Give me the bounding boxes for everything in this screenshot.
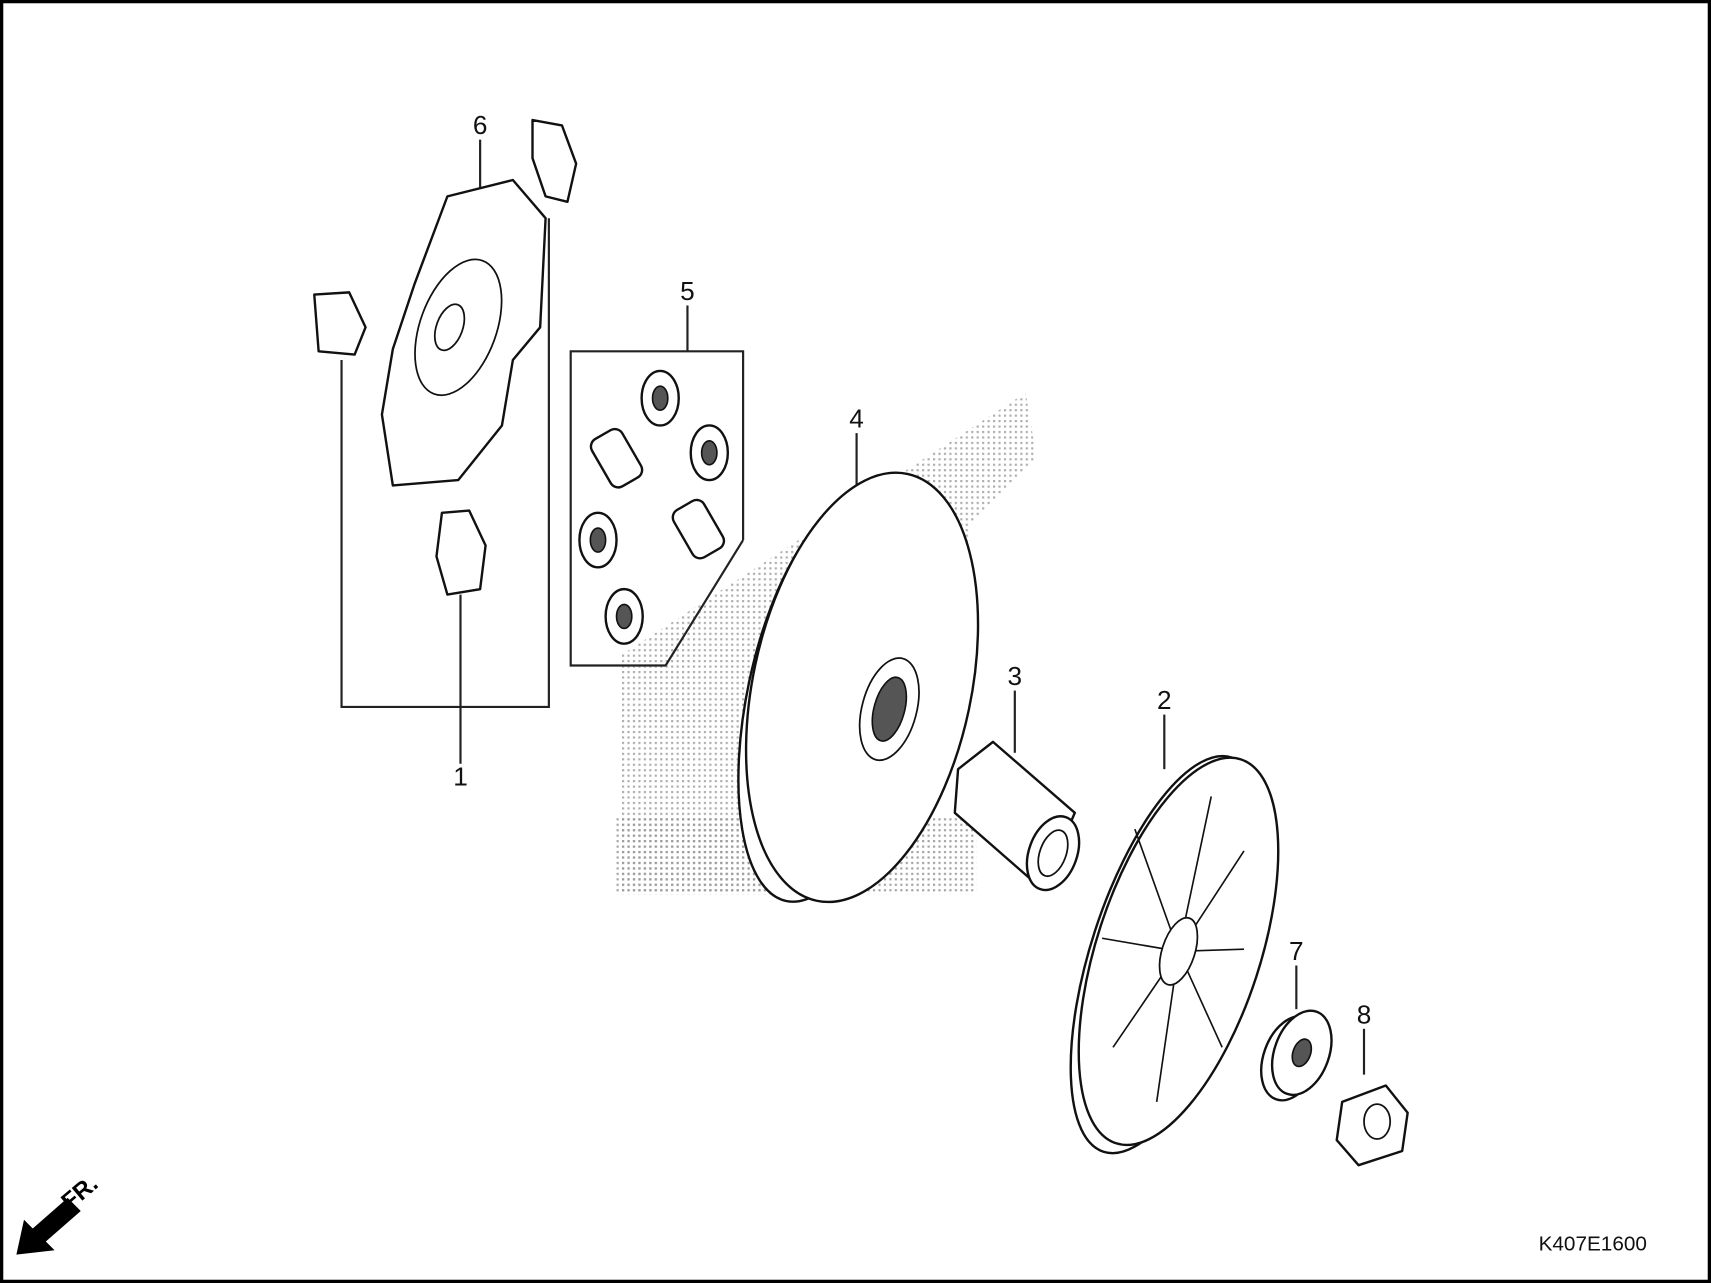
callout-8: 8 <box>1357 999 1372 1029</box>
movable-drive-face-part-4 <box>737 471 980 904</box>
washer-part-7 <box>1260 1009 1333 1102</box>
callout-3: 3 <box>1008 661 1023 691</box>
callout-6: 6 <box>473 110 488 140</box>
callout-4: 4 <box>849 404 864 434</box>
callout-7: 7 <box>1289 936 1304 966</box>
callout-2: 2 <box>1157 685 1172 715</box>
callout-5: 5 <box>680 276 695 306</box>
slider-parts-1 <box>313 118 578 596</box>
drive-face-part-2 <box>1069 754 1280 1155</box>
collar-part-3 <box>953 740 1081 892</box>
leader-lines <box>340 139 1366 1075</box>
weight-rollers-part-5 <box>578 369 730 645</box>
diagram-code: K407E1600 <box>1539 1232 1647 1255</box>
nut-part-8 <box>1335 1084 1409 1167</box>
callout-1: 1 <box>453 762 468 792</box>
front-direction-arrow-icon <box>16 1197 81 1255</box>
ramp-plate-part-6 <box>380 178 547 487</box>
